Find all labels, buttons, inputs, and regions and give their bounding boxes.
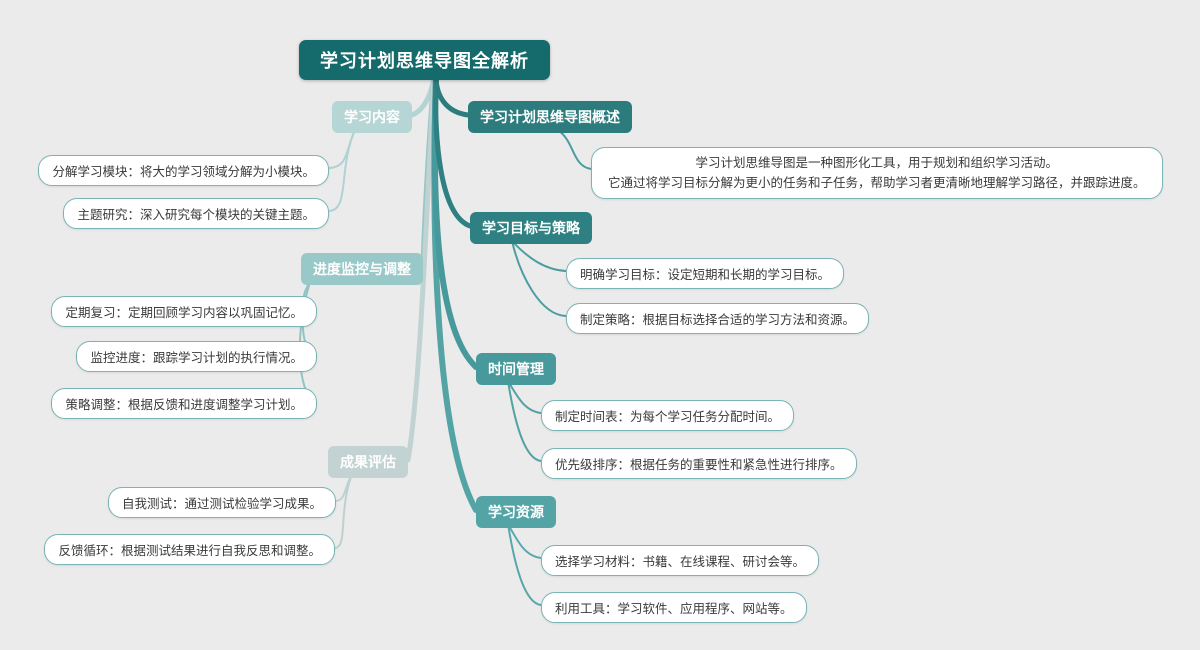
right-child-lines	[507, 129, 592, 606]
leaf-timetable[interactable]: 制定时间表：为每个学习任务分配时间。	[541, 400, 795, 431]
leaf-make-strategy[interactable]: 制定策略：根据目标选择合适的学习方法和资源。	[566, 303, 870, 334]
branch-goals-strategies[interactable]: 学习目标与策略	[470, 212, 592, 244]
root-node[interactable]: 学习计划思维导图全解析	[299, 40, 550, 80]
left-child-lines	[298, 129, 356, 549]
leaf-define-goals[interactable]: 明确学习目标：设定短期和长期的学习目标。	[566, 258, 845, 289]
branch-study-content[interactable]: 学习内容	[332, 101, 412, 133]
leaf-decompose-modules[interactable]: 分解学习模块：将大的学习领域分解为小模块。	[38, 155, 329, 186]
leaf-choose-materials[interactable]: 选择学习材料：书籍、在线课程、研讨会等。	[541, 545, 820, 576]
leaf-monitor-progress[interactable]: 监控进度：跟踪学习计划的执行情况。	[76, 341, 317, 372]
branch-time-management[interactable]: 时间管理	[476, 353, 556, 385]
description-line-1: 学习计划思维导图是一种图形化工具，用于规划和组织学习活动。	[695, 156, 1059, 170]
leaf-prioritize[interactable]: 优先级排序：根据任务的重要性和紧急性进行排序。	[541, 448, 857, 479]
branch-outcome-evaluation[interactable]: 成果评估	[328, 446, 408, 478]
leaf-regular-review[interactable]: 定期复习：定期回顾学习内容以巩固记忆。	[51, 296, 317, 327]
leaf-feedback-loop[interactable]: 反馈循环：根据测试结果进行自我反思和调整。	[44, 534, 335, 565]
leaf-topic-research[interactable]: 主题研究：深入研究每个模块的关键主题。	[63, 198, 329, 229]
trunk-line	[431, 73, 479, 513]
branch-progress-monitoring[interactable]: 进度监控与调整	[301, 253, 423, 285]
leaf-adjust-strategy[interactable]: 策略调整：根据反馈和进度调整学习计划。	[51, 388, 317, 419]
leaf-self-test[interactable]: 自我测试：通过测试检验学习成果。	[107, 487, 336, 518]
leaf-use-tools[interactable]: 利用工具：学习软件、应用程序、网站等。	[541, 592, 807, 623]
branch-overview[interactable]: 学习计划思维导图概述	[468, 101, 632, 133]
leaf-overview-description[interactable]: 学习计划思维导图是一种图形化工具，用于规划和组织学习活动。 它通过将学习目标分解…	[591, 147, 1163, 199]
right-branch-lines	[431, 73, 479, 513]
description-line-2: 它通过将学习目标分解为更小的任务和子任务，帮助学习者更清晰地理解学习路径，并跟踪…	[608, 176, 1146, 190]
branch-learning-resources[interactable]: 学习资源	[476, 496, 556, 528]
